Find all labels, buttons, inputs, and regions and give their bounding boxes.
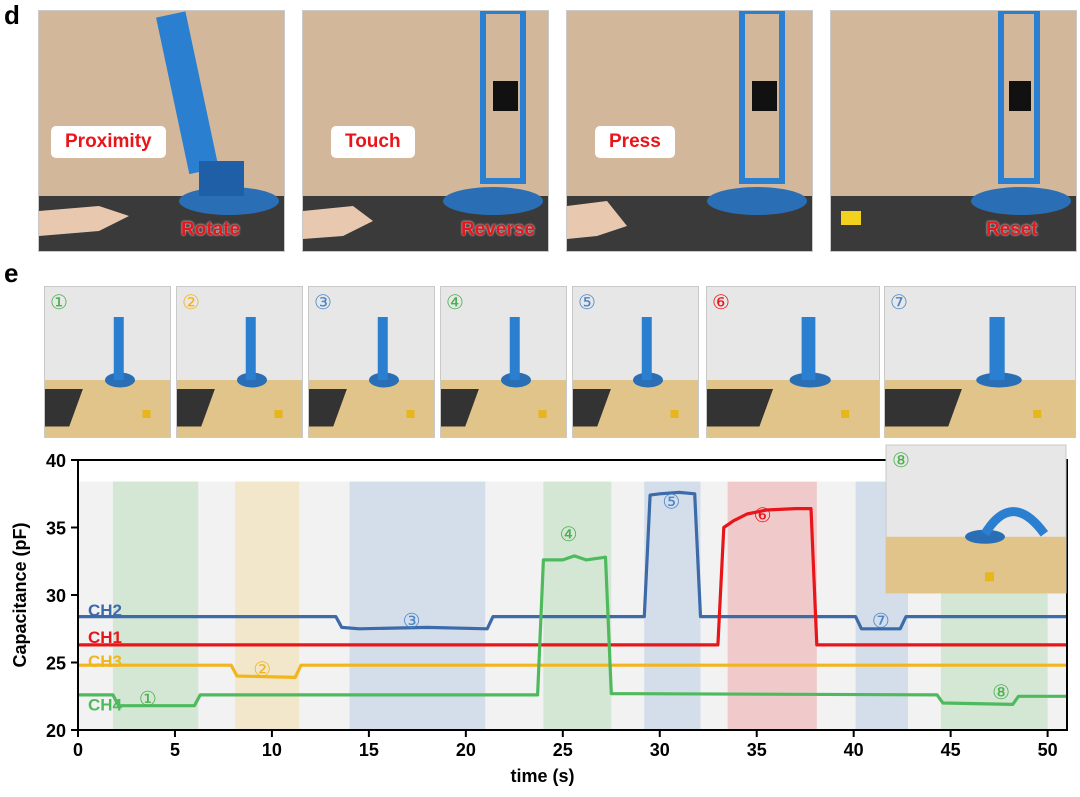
y-tick-label: 20 — [46, 721, 66, 741]
thumbnail-image — [885, 287, 1075, 437]
x-tick-label: 45 — [941, 740, 961, 760]
shaded-region-4 — [543, 481, 612, 730]
region-label-6: ⑥ — [754, 503, 772, 527]
shaded-region-1 — [112, 481, 199, 730]
robot-photo-press: Press — [566, 10, 813, 252]
step-thumbnail-1: ① — [44, 286, 171, 438]
robot-photo-touch: Touch Reverse — [302, 10, 549, 252]
x-tick-label: 50 — [1038, 740, 1058, 760]
x-tick-label: 5 — [170, 740, 180, 760]
region-label-4: ④ — [560, 522, 578, 546]
thumbnail-image — [177, 287, 302, 437]
thumbnail-image — [441, 287, 566, 437]
region-label-8: ⑧ — [992, 680, 1010, 704]
x-tick-label: 35 — [747, 740, 767, 760]
reset-action-label: Reset — [986, 219, 1038, 240]
rotate-action-label: Rotate — [181, 219, 241, 240]
robot-arm-image — [39, 11, 284, 251]
step-thumbnail-4: ④ — [440, 286, 567, 438]
shaded-region-6 — [727, 481, 817, 730]
step-thumbnail-5: ⑤ — [572, 286, 699, 438]
panel-letter-d: d — [4, 0, 20, 30]
robot-photo-proximity: Proximity Rotate — [38, 10, 285, 252]
step-thumbnail-3: ③ — [308, 286, 435, 438]
thumbnail-image — [707, 287, 879, 437]
panel-letter-e: e — [4, 258, 19, 288]
x-tick-label: 25 — [553, 740, 573, 760]
robot-base — [965, 529, 1005, 544]
thumbnail-image — [309, 287, 434, 437]
y-tick-label: 40 — [46, 451, 66, 471]
x-tick-label: 15 — [359, 740, 379, 760]
series-label-ch1: CH1 — [88, 628, 122, 647]
y-axis-label: Capacitance (pF) — [10, 522, 30, 667]
step-number: ④ — [446, 290, 464, 314]
x-tick-label: 20 — [456, 740, 476, 760]
step-number: ② — [182, 290, 200, 314]
series-label-ch4: CH4 — [88, 695, 123, 714]
region-label-1: ① — [139, 687, 157, 711]
shaded-region-2 — [235, 481, 300, 730]
press-label: Press — [595, 126, 675, 158]
x-tick-label: 30 — [650, 740, 670, 760]
step-thumbnail-2: ② — [176, 286, 303, 438]
robot-photo-reset: Reset — [830, 10, 1077, 252]
series-line-ch4 — [78, 554, 1067, 708]
step-thumbnail-7: ⑦ — [884, 286, 1076, 438]
step-number: ⑥ — [712, 290, 730, 314]
table-surface — [886, 536, 1066, 593]
step-thumbnail-6: ⑥ — [706, 286, 880, 438]
thumbnail-image — [45, 287, 170, 437]
thumbnail-image — [573, 287, 698, 437]
series-label-ch3: CH3 — [88, 652, 122, 671]
series-line-ch3 — [78, 663, 1067, 679]
region-label-3: ③ — [403, 608, 421, 632]
series-label-ch2: CH2 — [88, 601, 122, 620]
series-line-ch1 — [78, 507, 1067, 647]
y-tick-label: 35 — [46, 519, 66, 539]
proximity-label: Proximity — [51, 126, 166, 158]
step-number: ⑦ — [890, 290, 908, 314]
y-tick-label: 25 — [46, 654, 66, 674]
region-label-5: ⑤ — [662, 490, 680, 514]
step-number: ① — [50, 290, 68, 314]
step-number: ③ — [314, 290, 332, 314]
touch-label: Touch — [331, 126, 415, 158]
y-tick-label: 30 — [46, 586, 66, 606]
step-number: ⑤ — [578, 290, 596, 314]
series-line-ch2 — [78, 490, 1067, 631]
block — [985, 572, 994, 582]
reverse-action-label: Reverse — [461, 219, 535, 240]
region-label-2: ② — [253, 657, 271, 681]
region-label-7: ⑦ — [872, 608, 890, 632]
robot-arm — [981, 507, 1049, 537]
shaded-region-5 — [644, 481, 701, 730]
x-tick-label: 10 — [262, 740, 282, 760]
shaded-region-3 — [349, 481, 486, 730]
x-axis-label: time (s) — [510, 766, 574, 786]
step-number: ⑧ — [892, 448, 910, 472]
robot-arm-image — [831, 11, 1076, 251]
x-tick-label: 0 — [73, 740, 83, 760]
x-tick-label: 40 — [844, 740, 864, 760]
